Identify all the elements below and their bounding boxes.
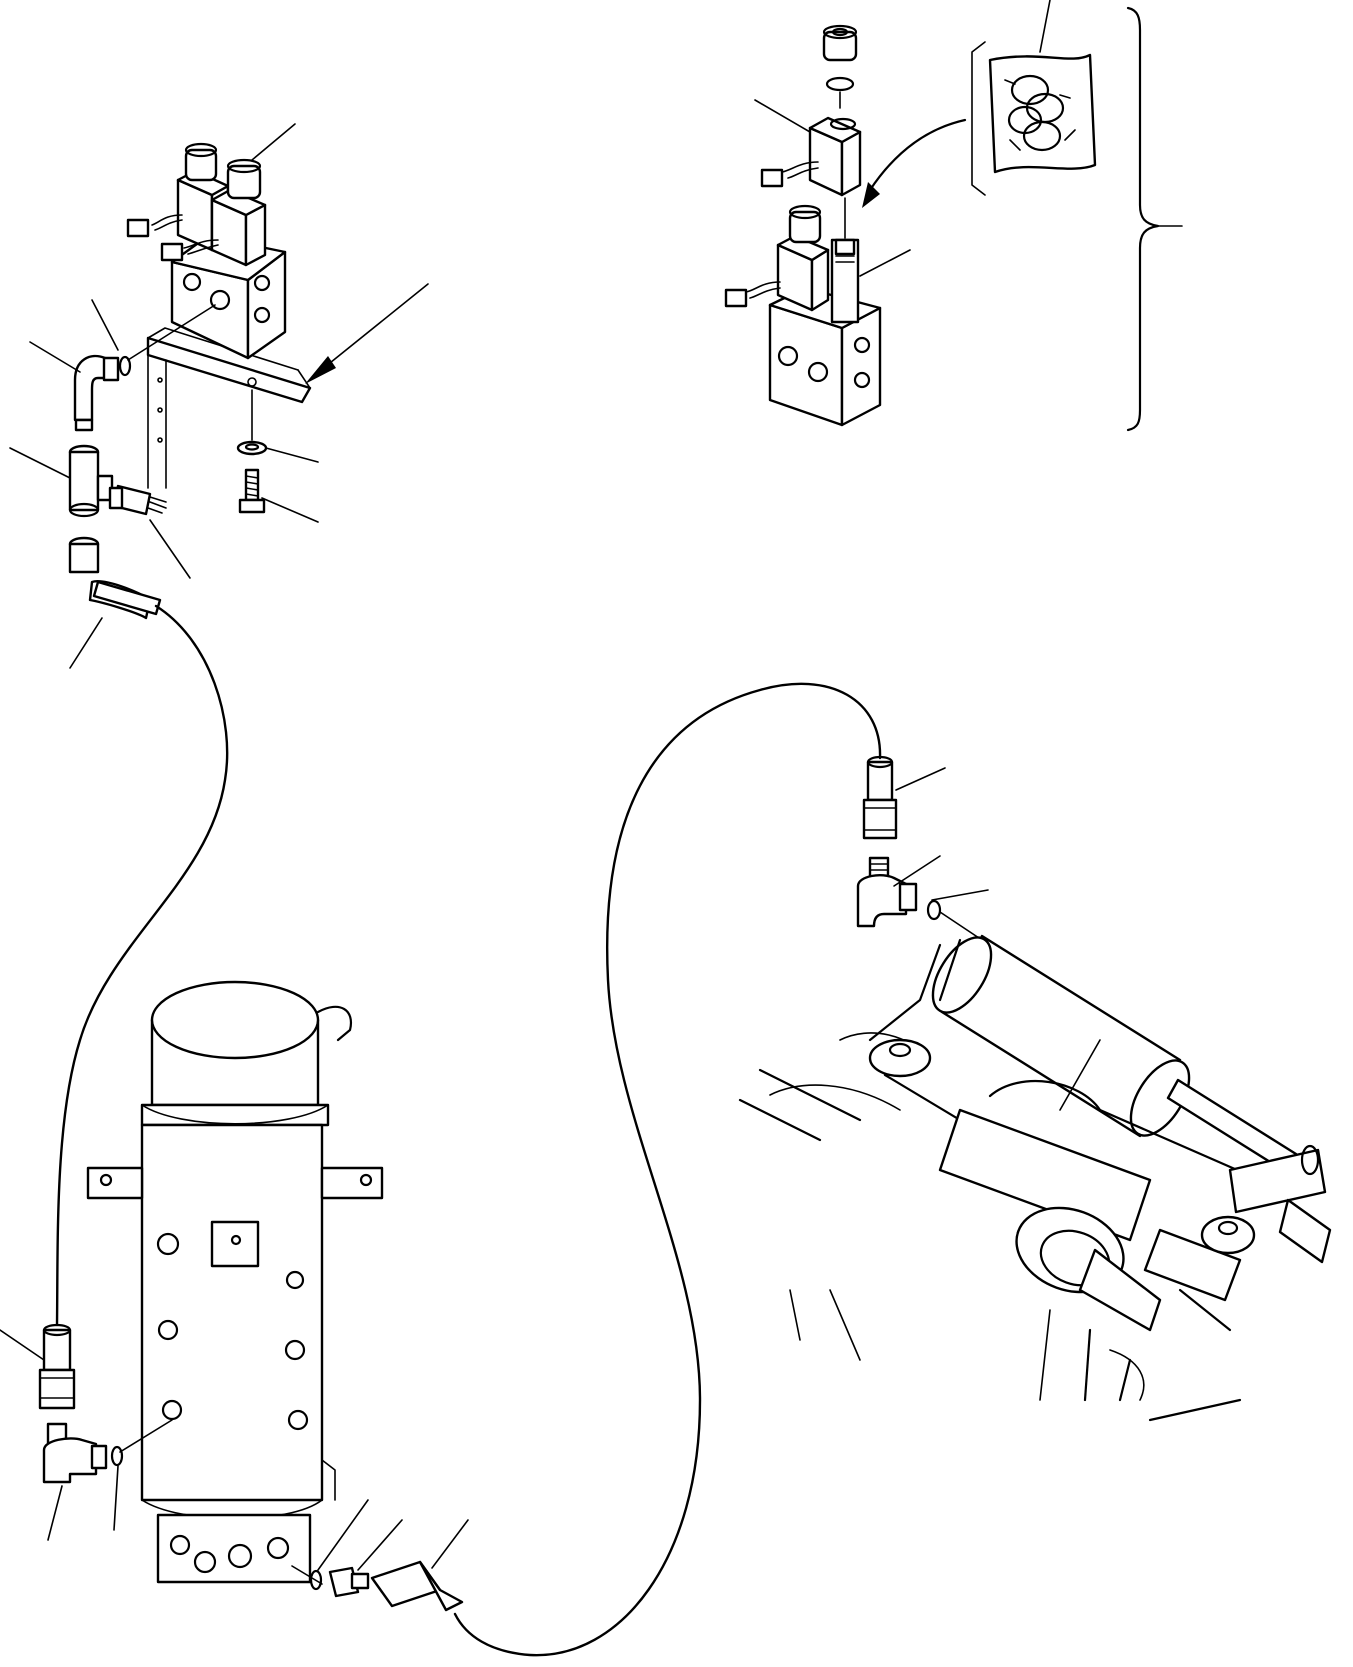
tee-fitting <box>68 444 114 518</box>
pressure-switch <box>108 484 167 516</box>
leader-lines <box>0 0 1183 1571</box>
elbow-fitting-right <box>856 856 983 941</box>
coil-nut <box>822 24 858 62</box>
hose-left <box>55 604 229 1327</box>
hose-end-upper-right <box>862 755 898 840</box>
hose-end-lower-left <box>38 1323 76 1410</box>
single-solenoid-valve-assembly <box>724 6 1160 432</box>
fitting-lower-right <box>291 1560 464 1612</box>
o-ring-kit-packet <box>971 41 1097 196</box>
washer-and-bolt <box>236 389 268 514</box>
assembly-brace <box>1126 6 1160 432</box>
coil-wire-connectors <box>126 214 219 262</box>
elbow-fitting-lower-left <box>42 1419 173 1484</box>
solenoid-coil-right <box>210 158 267 267</box>
solenoid-coil-mounted <box>724 204 830 312</box>
solenoid-coil-exploded <box>760 116 862 197</box>
hydraulic-cylinder-assembly <box>738 755 1332 1422</box>
valve-block-single <box>768 286 882 427</box>
coil-o-ring <box>825 76 855 92</box>
seal-kit-arrow <box>868 118 967 192</box>
mounting-bracket <box>146 327 312 489</box>
hose-end-upper <box>68 536 162 620</box>
double-solenoid-valve-assembly <box>68 142 312 620</box>
swivel-joint <box>86 980 384 1584</box>
elbow-fitting-upper <box>73 304 216 432</box>
valve-stem <box>830 197 860 324</box>
hose-right <box>453 682 882 1657</box>
